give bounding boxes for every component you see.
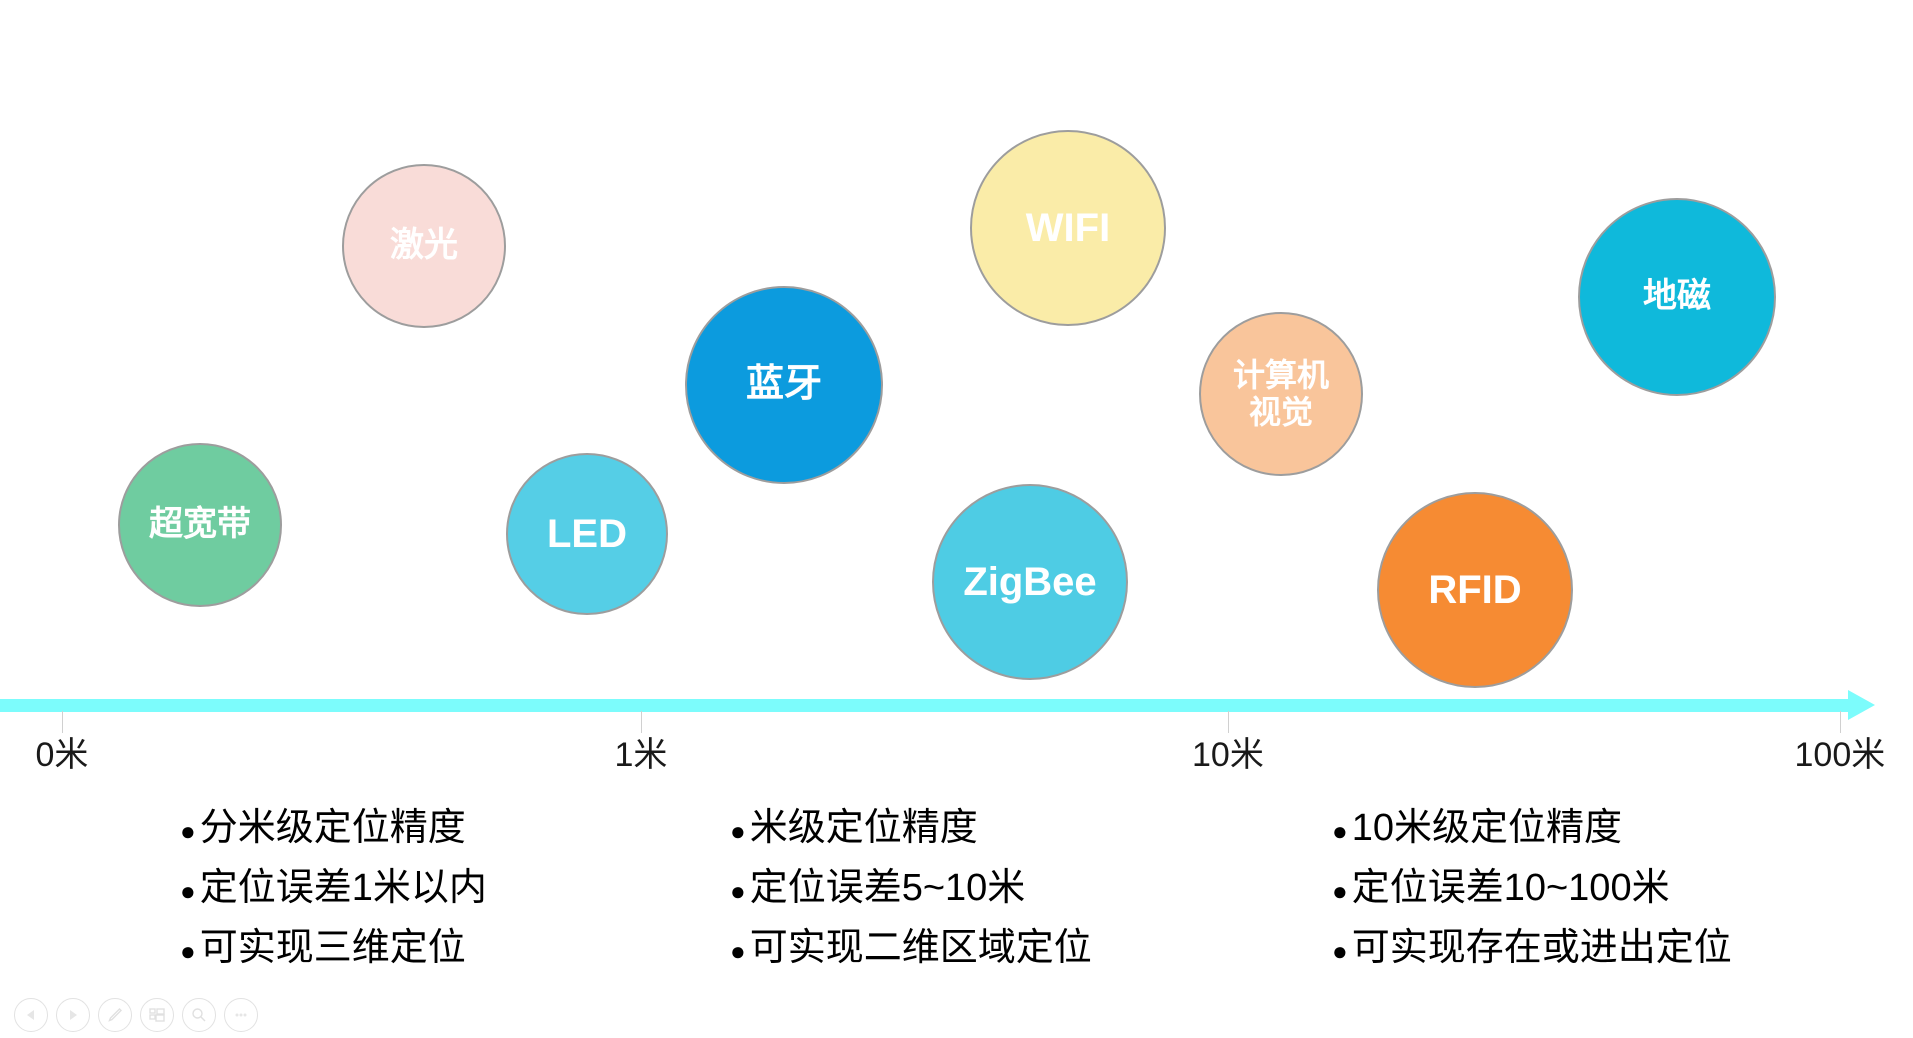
bullet-text: 可实现三维定位 (199, 927, 466, 969)
bullet-item: ●米级定位精度 (730, 796, 1092, 856)
bubble-label: 计算机 视觉 (1232, 357, 1329, 430)
bubble-label: 蓝牙 (745, 363, 822, 406)
bullet-item: ●定位误差5~10米 (730, 856, 1092, 916)
bullet-text: 分米级定位精度 (199, 807, 466, 849)
bubble-LED[interactable]: LED (506, 453, 668, 615)
timeline-axis (0, 690, 1913, 733)
bullet-text: 定位误差10~100米 (1351, 867, 1670, 909)
bullet-text: 10米级定位精度 (1351, 807, 1622, 849)
bullet-dot-icon: ● (1332, 816, 1348, 846)
bullet-item: ●定位误差10~100米 (1332, 856, 1732, 916)
bullet-text: 可实现存在或进出定位 (1351, 927, 1732, 969)
bubble-地磁[interactable]: 地磁 (1578, 198, 1776, 396)
axis-tick (62, 711, 63, 733)
bubble-激光[interactable]: 激光 (342, 164, 506, 328)
slide-grid-button[interactable] (140, 998, 174, 1032)
bullet-column-2: ●米级定位精度●定位误差5~10米●可实现二维区域定位 (730, 796, 1092, 976)
bullet-item: ●可实现三维定位 (180, 916, 487, 976)
bullet-dot-icon: ● (1332, 876, 1348, 906)
bubble-label: WIFI (1025, 206, 1111, 250)
axis-tick-label: 0米 (35, 736, 89, 774)
bullet-column-3: ●10米级定位精度●定位误差10~100米●可实现存在或进出定位 (1332, 796, 1732, 976)
bullet-text: 可实现二维区域定位 (749, 927, 1092, 969)
bullet-dot-icon: ● (180, 936, 196, 966)
next-slide-button[interactable] (56, 998, 90, 1032)
bullet-item: ●10米级定位精度 (1332, 796, 1732, 856)
bullet-item: ●可实现二维区域定位 (730, 916, 1092, 976)
axis-tick-label: 10米 (1192, 736, 1264, 774)
bubble-label: 地磁 (1643, 277, 1711, 316)
axis-tick (1228, 711, 1229, 733)
bullet-dot-icon: ● (1332, 936, 1348, 966)
bubble-label: 激光 (390, 226, 458, 265)
axis-arrow-icon (1848, 690, 1875, 720)
bubble-蓝牙[interactable]: 蓝牙 (685, 286, 883, 484)
bullet-dot-icon: ● (180, 876, 196, 906)
axis-tick (641, 711, 642, 733)
bullet-dot-icon: ● (730, 816, 746, 846)
bullet-column-1: ●分米级定位精度●定位误差1米以内●可实现三维定位 (180, 796, 487, 976)
bubble-WIFI[interactable]: WIFI (970, 130, 1166, 326)
pen-tool-button[interactable] (98, 998, 132, 1032)
bubble-label: ZigBee (963, 560, 1097, 604)
bubble-RFID[interactable]: RFID (1377, 492, 1573, 688)
bubble-label: RFID (1428, 568, 1522, 612)
bullet-item: ●分米级定位精度 (180, 796, 487, 856)
bubble-计算机视觉[interactable]: 计算机 视觉 (1199, 312, 1363, 476)
bullet-dot-icon: ● (180, 816, 196, 846)
bullet-dot-icon: ● (730, 936, 746, 966)
axis-tick-label: 100米 (1794, 736, 1886, 774)
bubble-label: LED (547, 512, 627, 556)
bubble-label: 超宽带 (149, 505, 251, 544)
bubble-ZigBee[interactable]: ZigBee (932, 484, 1128, 680)
bullet-text: 定位误差5~10米 (749, 867, 1026, 909)
zoom-button[interactable] (182, 998, 216, 1032)
bullet-text: 米级定位精度 (749, 807, 978, 849)
bubble-超宽带[interactable]: 超宽带 (118, 443, 282, 607)
bullet-dot-icon: ● (730, 876, 746, 906)
bullet-text: 定位误差1米以内 (199, 867, 487, 909)
axis-line (0, 699, 1856, 712)
more-options-button[interactable] (224, 998, 258, 1032)
previous-slide-button[interactable] (14, 998, 48, 1032)
presentation-toolbar[interactable] (14, 998, 258, 1032)
bullet-item: ●定位误差1米以内 (180, 856, 487, 916)
bullet-item: ●可实现存在或进出定位 (1332, 916, 1732, 976)
axis-tick-label: 1米 (614, 736, 668, 774)
axis-tick (1840, 711, 1841, 733)
